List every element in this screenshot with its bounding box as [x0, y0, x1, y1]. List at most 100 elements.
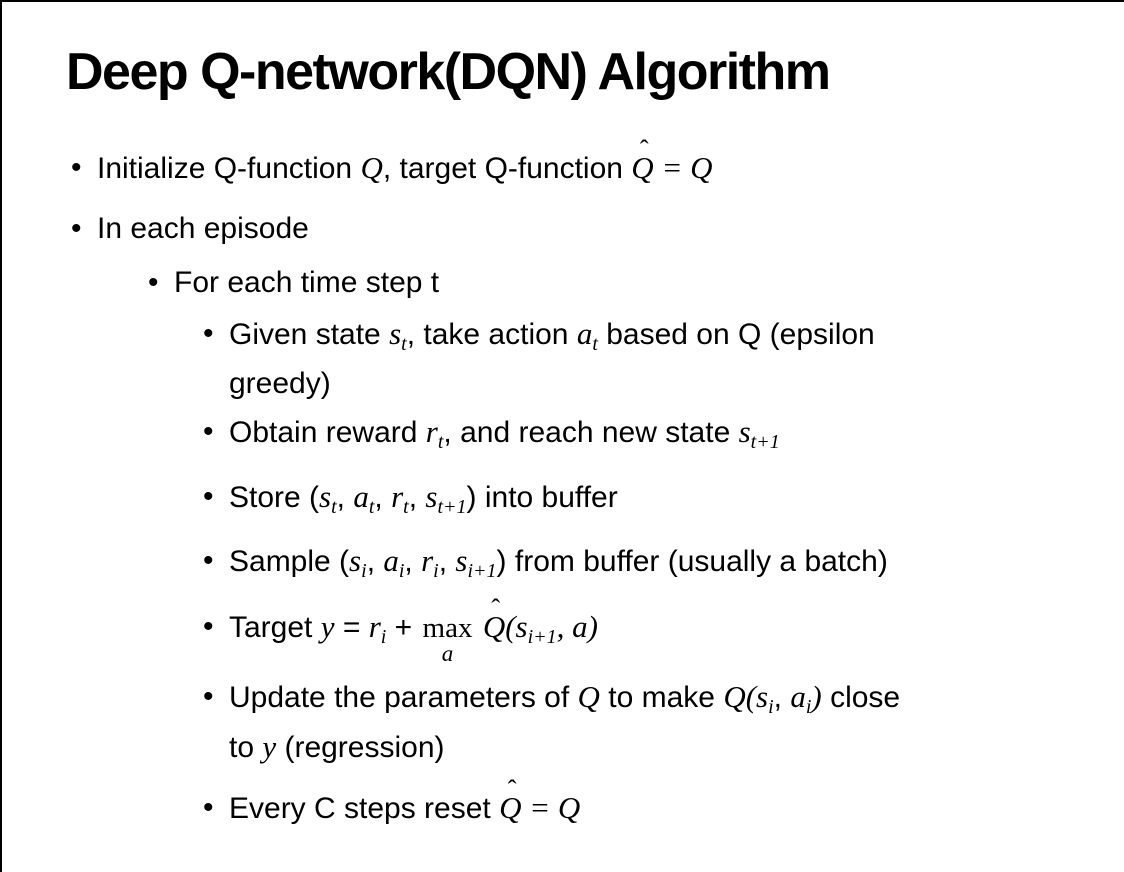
- math-run: = Q: [521, 790, 581, 825]
- subscript: i: [361, 560, 367, 582]
- text-run: Obtain reward: [229, 416, 426, 449]
- subscript: i+1: [467, 560, 497, 582]
- text-run: based on Q (epsilon: [597, 318, 875, 351]
- bullet-marker: •: [203, 415, 214, 448]
- max-label: max: [422, 612, 473, 644]
- hat-base: Q: [631, 150, 654, 185]
- hat-accent: ˆ: [491, 593, 501, 623]
- bullet-item: • In each episode: [2, 209, 1110, 249]
- text-run: Sample (: [229, 545, 350, 578]
- text-run: Store (: [229, 481, 320, 514]
- text-run: Target: [229, 611, 321, 644]
- hat-base: Q: [482, 609, 506, 644]
- bullet-text: Sample (si, ai, ri, si+1) from buffer (u…: [229, 541, 1110, 591]
- text-run: (regression): [276, 731, 445, 764]
- subscript: t: [331, 496, 337, 518]
- text-run: close: [821, 681, 901, 714]
- bullet-text: Given state st, take action at based on …: [229, 314, 1110, 404]
- text-run: ,: [404, 545, 422, 578]
- slide-title: Deep Q-network(DQN) Algorithm: [66, 43, 831, 101]
- text-run: , take action: [406, 318, 577, 351]
- text-run: ,: [438, 545, 456, 578]
- math-subscript: si: [756, 679, 774, 718]
- bullet-text: Obtain reward rt, and reach new state st…: [229, 412, 1110, 462]
- bullet-text: Initialize Q-function Q, target Q-functi…: [97, 136, 1110, 189]
- text-run: ,: [408, 481, 426, 514]
- math-subscript: at: [353, 479, 375, 518]
- bullet-marker: •: [71, 151, 82, 184]
- text-run: Every C steps reset: [229, 792, 500, 825]
- bullet-item: • Sample (si, ai, ri, si+1) from buffer (…: [2, 541, 1110, 591]
- subscript: t: [401, 333, 407, 355]
- bullet-item: •For each time step t: [2, 263, 1110, 303]
- bullet-item: • Obtain reward rt, and reach new state s…: [2, 412, 1110, 462]
- bullet-item: • Given state st, take action at based on…: [2, 314, 1110, 404]
- math-run: , a): [556, 609, 598, 644]
- subscript: t: [368, 496, 375, 518]
- bullet-marker: •: [203, 317, 214, 350]
- bullet-item: • Update the parameters of Q to make Q(si…: [2, 677, 1110, 768]
- math-run: (: [505, 609, 516, 644]
- text-run: ,: [336, 481, 354, 514]
- subscript: i: [768, 696, 774, 718]
- bullet-text: Update the parameters of Q to make Q(si,…: [229, 677, 1110, 768]
- subscript: i: [380, 626, 387, 648]
- bullet-marker: •: [203, 544, 214, 577]
- text-run: In each episode: [97, 212, 309, 245]
- math-subscript: ai: [790, 679, 812, 718]
- subscript: t: [403, 496, 409, 518]
- text-run: ) from buffer (usually a batch): [496, 545, 888, 578]
- bullet-marker: •: [71, 212, 82, 245]
- text-run: greedy): [229, 367, 331, 400]
- hat-accent: ˆ: [639, 134, 649, 164]
- bullet-marker: •: [203, 791, 214, 824]
- bullet-marker: •: [203, 610, 214, 643]
- math-subscript: st: [319, 479, 337, 518]
- math-run: = Q: [653, 150, 713, 185]
- subscript: t: [437, 431, 444, 453]
- math-run: ): [811, 679, 822, 714]
- text-run: Given state: [229, 318, 390, 351]
- math-subscript: rt: [391, 479, 409, 518]
- math-run: Q: [360, 150, 383, 185]
- math-subscript: st+1: [425, 479, 467, 518]
- subscript: t: [592, 333, 598, 355]
- subscript: i: [433, 560, 439, 582]
- text-run: Update the parameters of: [229, 681, 578, 714]
- math-subscript: st+1: [738, 414, 780, 453]
- math-run: Q: [577, 679, 600, 714]
- bullet-marker: •: [203, 480, 214, 513]
- text-run: For each time step t: [174, 266, 440, 299]
- text-run: Initialize Q-function: [97, 152, 361, 185]
- bullet-text: Store (st, at, rt, st+1) into buffer: [229, 477, 1110, 527]
- math-subscript: ai: [383, 543, 405, 582]
- text-run: ) into buffer: [466, 481, 618, 514]
- text-run: +: [386, 611, 421, 644]
- bullet-list: •Initialize Q-function Q, target Q-funct…: [2, 136, 1110, 829]
- text-run: ,: [366, 545, 384, 578]
- text-run: [474, 611, 482, 644]
- text-run: , target Q-function: [382, 152, 632, 185]
- math-run: y: [262, 729, 277, 764]
- subscript: i: [805, 696, 812, 718]
- subscript: t+1: [437, 496, 467, 518]
- math-subscript: si: [349, 543, 367, 582]
- max-under-variable: a: [441, 641, 454, 666]
- math-subscript: rt: [425, 414, 444, 453]
- text-run: to make: [599, 681, 724, 714]
- bullet-marker: •: [203, 680, 214, 713]
- bullet-text: For each time step t: [174, 263, 1110, 303]
- text-run: ,: [374, 481, 392, 514]
- math-subscript: st: [389, 316, 407, 355]
- math-subscript: si+1: [515, 609, 557, 648]
- bullet-item: • Store (st, at, rt, st+1) into buffer: [2, 477, 1110, 527]
- math-subscript: at: [576, 316, 598, 355]
